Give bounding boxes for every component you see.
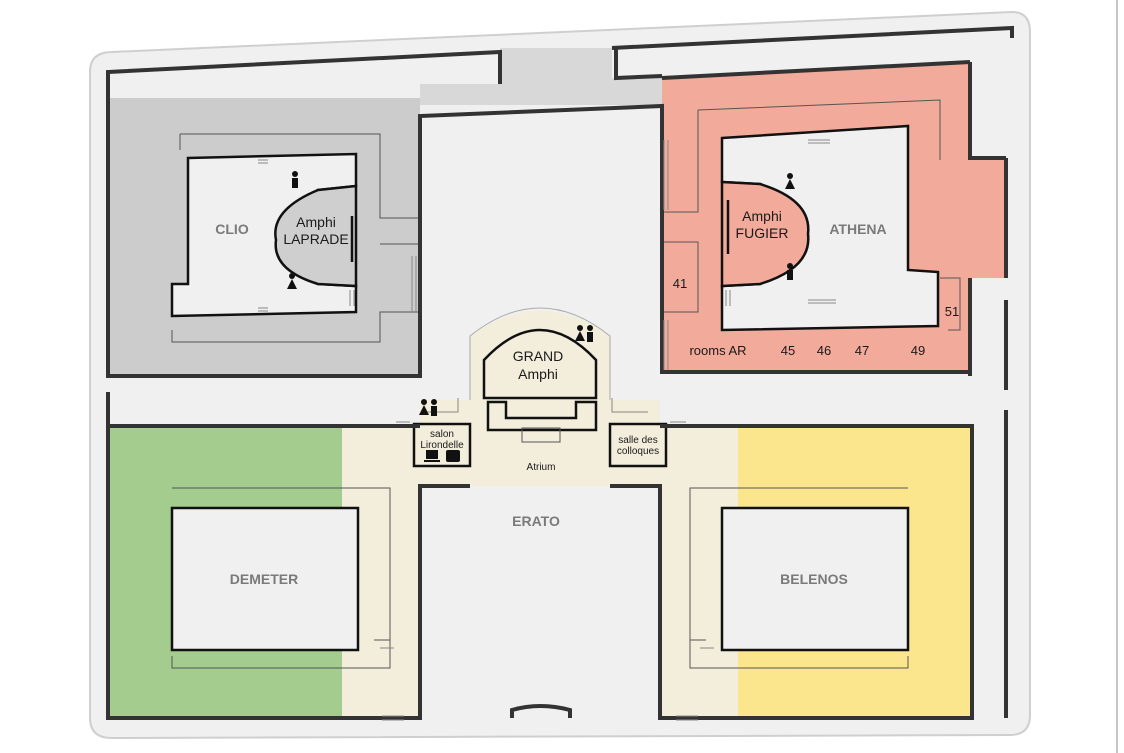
zone-label-athena: ATHENA — [829, 221, 886, 237]
amphi-laprade-line2: LAPRADE — [283, 231, 348, 247]
door-bump — [510, 704, 572, 718]
amphi-laprade — [274, 184, 358, 288]
zone-label-erato: ERATO — [512, 513, 560, 529]
amphi-fugier — [720, 180, 810, 288]
amphi-fugier-line1: Amphi — [742, 208, 782, 224]
athena-outer-thin — [662, 99, 961, 331]
amphi-laprade-line1: Amphi — [296, 214, 336, 230]
room-46: 46 — [817, 343, 831, 358]
belenos-outer-thin — [689, 487, 909, 669]
grand-amphi-outline — [469, 307, 611, 400]
demeter-outer-thin — [171, 487, 391, 669]
room-41: 41 — [673, 276, 687, 291]
grand-amphi-line2: Amphi — [518, 366, 558, 382]
atrium-area — [420, 311, 660, 496]
salon-lirondelle-line1: salon — [430, 429, 454, 440]
zone-label-demeter: DEMETER — [230, 571, 298, 587]
zone-label-clio: CLIO — [215, 221, 249, 237]
salle-colloques-room — [608, 422, 668, 468]
corridor-markings — [258, 139, 836, 721]
atrium-label: Atrium — [527, 462, 556, 473]
demeter-room — [170, 506, 360, 652]
top-wall — [614, 48, 971, 81]
salle-colloques-line1: salle des — [618, 435, 657, 446]
salon-lirondelle-line2: Lirondelle — [420, 440, 464, 451]
outer-walls — [106, 25, 1014, 720]
room-49: 49 — [911, 343, 925, 358]
zone-label-belenos: BELENOS — [780, 571, 848, 587]
grand-amphi-stage — [486, 400, 598, 432]
room-51: 51 — [945, 304, 959, 319]
belenos-room — [720, 506, 910, 652]
rooms-ar-label: rooms AR — [689, 343, 746, 358]
amphi-fugier-line2: FUGIER — [736, 225, 789, 241]
grand-amphi — [482, 328, 598, 400]
grand-amphi-line1: GRAND — [513, 348, 564, 364]
room-47: 47 — [855, 343, 869, 358]
coffee-icon — [424, 450, 440, 462]
salon-lirondelle-room — [412, 422, 472, 468]
top-passage — [420, 48, 662, 105]
room-45: 45 — [781, 343, 795, 358]
restroom-icon — [287, 171, 795, 416]
salle-colloques-line2: colloques — [617, 446, 659, 457]
grand-amphi-steps — [521, 427, 561, 443]
luggage-icon — [446, 450, 460, 462]
erato-hall — [420, 486, 660, 718]
